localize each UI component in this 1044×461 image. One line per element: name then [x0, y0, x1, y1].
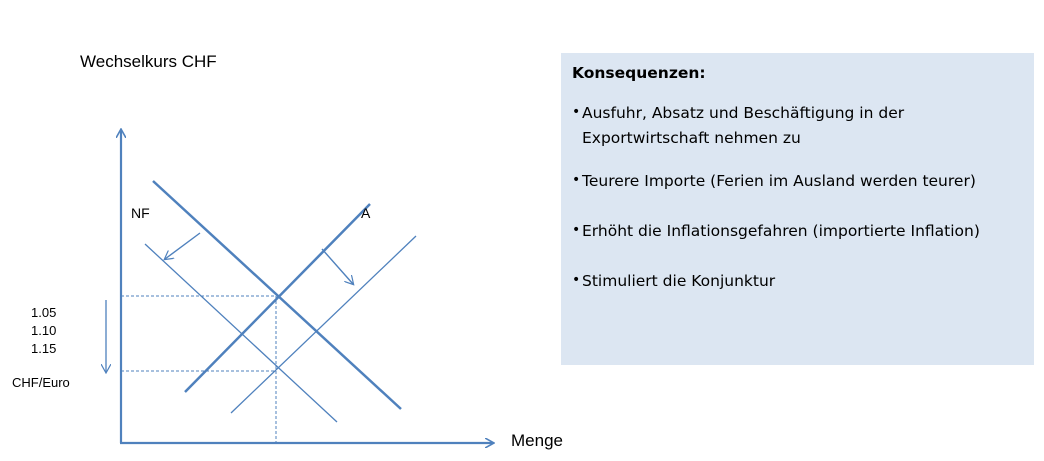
rate-tick: 1.15 — [31, 341, 57, 356]
consequence-text-line: Stimuliert die Konjunktur — [582, 272, 776, 290]
demand-shift-arrow — [165, 232, 201, 259]
supply-curve-original — [184, 203, 371, 393]
consequences-box: Konsequenzen: • Ausfuhr, Absatz und Besc… — [561, 53, 1034, 365]
demand-curve-label: NF — [131, 205, 150, 221]
consequence-text-line: Erhöht die Inflationsgefahren (importier… — [582, 222, 980, 240]
bullet-icon: • — [572, 272, 581, 288]
consequence-item: • Ausfuhr, Absatz und Beschäftigung in d… — [572, 101, 1034, 151]
consequence-item: • Stimuliert die Konjunktur — [572, 269, 1034, 294]
bullet-icon: • — [572, 222, 581, 238]
rate-tick: 1.10 — [31, 323, 57, 338]
consequence-item: • Teurere Importe (Ferien im Ausland wer… — [572, 169, 1034, 194]
consequence-text-line: Teurere Importe (Ferien im Ausland werde… — [582, 172, 976, 190]
consequence-text-line: Ausfuhr, Absatz und Beschäftigung in der — [582, 104, 905, 122]
supply-shift-arrow — [321, 248, 353, 284]
rate-unit-label: CHF/Euro — [12, 375, 70, 390]
rate-tick: 1.05 — [31, 305, 57, 320]
supply-demand-diagram — [0, 0, 560, 461]
y-axis-title: Wechselkurs CHF — [80, 52, 217, 71]
x-axis-title: Menge — [511, 431, 563, 450]
demand-curve-original — [152, 180, 402, 410]
consequence-text-line: Exportwirtschaft nehmen zu — [582, 129, 801, 147]
bullet-icon: • — [572, 172, 581, 188]
consequence-item: • Erhöht die Inflationsgefahren (importi… — [572, 219, 1034, 244]
supply-curve-label: A — [361, 205, 371, 221]
supply-curve-shifted — [230, 235, 417, 414]
bullet-icon: • — [572, 104, 581, 120]
demand-curve-shifted — [144, 243, 338, 423]
consequences-title: Konsequenzen: — [572, 64, 706, 82]
